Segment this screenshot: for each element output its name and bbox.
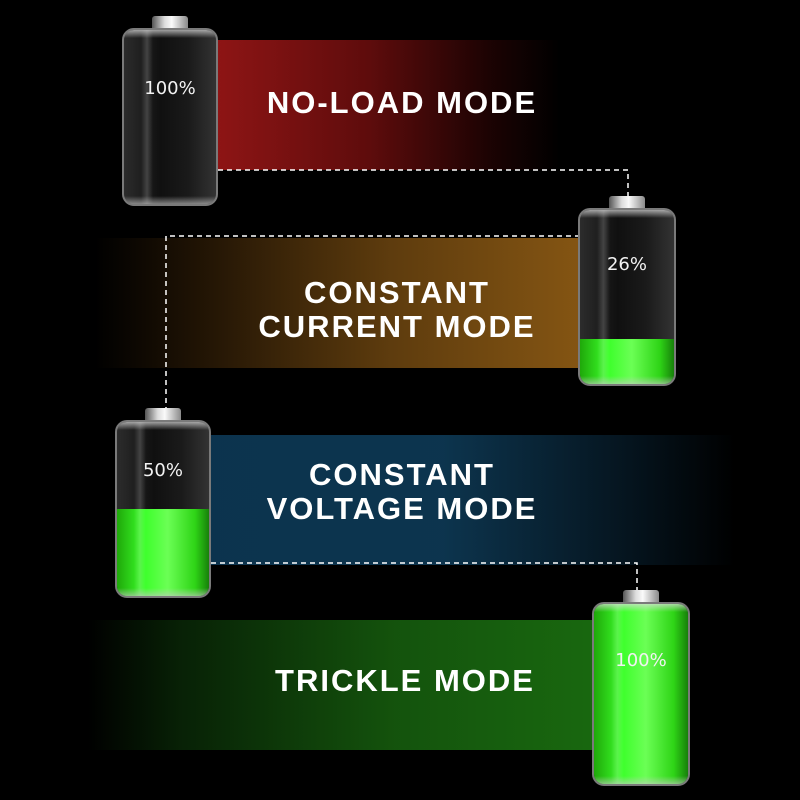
battery-constant-current: 26% [578, 196, 676, 386]
mode-label-line: TRICKLE MODE [275, 663, 535, 698]
connector-3-4 [211, 562, 638, 598]
trickle-band [88, 620, 600, 750]
battery-body: 100% [592, 602, 690, 786]
battery-fill [117, 509, 209, 596]
battery-percent-label: 26% [606, 254, 647, 275]
constant-current-band [95, 238, 585, 368]
battery-trickle: 100% [592, 590, 690, 786]
battery-body: 50% [115, 420, 211, 598]
mode-label-constant-voltage: CONSTANT VOLTAGE MODE [232, 458, 572, 526]
battery-percent-label: 100% [144, 78, 196, 99]
mode-label-line: CURRENT MODE [258, 309, 536, 344]
battery-cap [145, 408, 181, 422]
mode-label-line: CONSTANT [309, 457, 495, 492]
battery-body: 100% [122, 28, 218, 206]
battery-percent-label: 100% [615, 650, 667, 671]
battery-cap [609, 196, 645, 210]
no-load-band [215, 40, 560, 170]
mode-label-trickle: TRICKLE MODE [230, 664, 580, 698]
mode-label-line: VOLTAGE MODE [266, 491, 538, 526]
connector-1-2 [218, 169, 629, 198]
mode-label-line: NO-LOAD MODE [266, 85, 538, 120]
battery-no-load: 100% [122, 16, 218, 206]
battery-cap [152, 16, 188, 30]
battery-cap [623, 590, 659, 604]
mode-label-constant-current: CONSTANT CURRENT MODE [232, 276, 562, 344]
battery-percent-label: 50% [142, 460, 183, 481]
mode-label-no-load: NO-LOAD MODE [232, 86, 572, 120]
battery-constant-voltage: 50% [115, 408, 211, 598]
constant-voltage-band [205, 435, 735, 565]
battery-body: 26% [578, 208, 676, 386]
connector-2-3 [165, 235, 580, 410]
battery-fill [594, 604, 688, 784]
mode-label-line: CONSTANT [304, 275, 490, 310]
